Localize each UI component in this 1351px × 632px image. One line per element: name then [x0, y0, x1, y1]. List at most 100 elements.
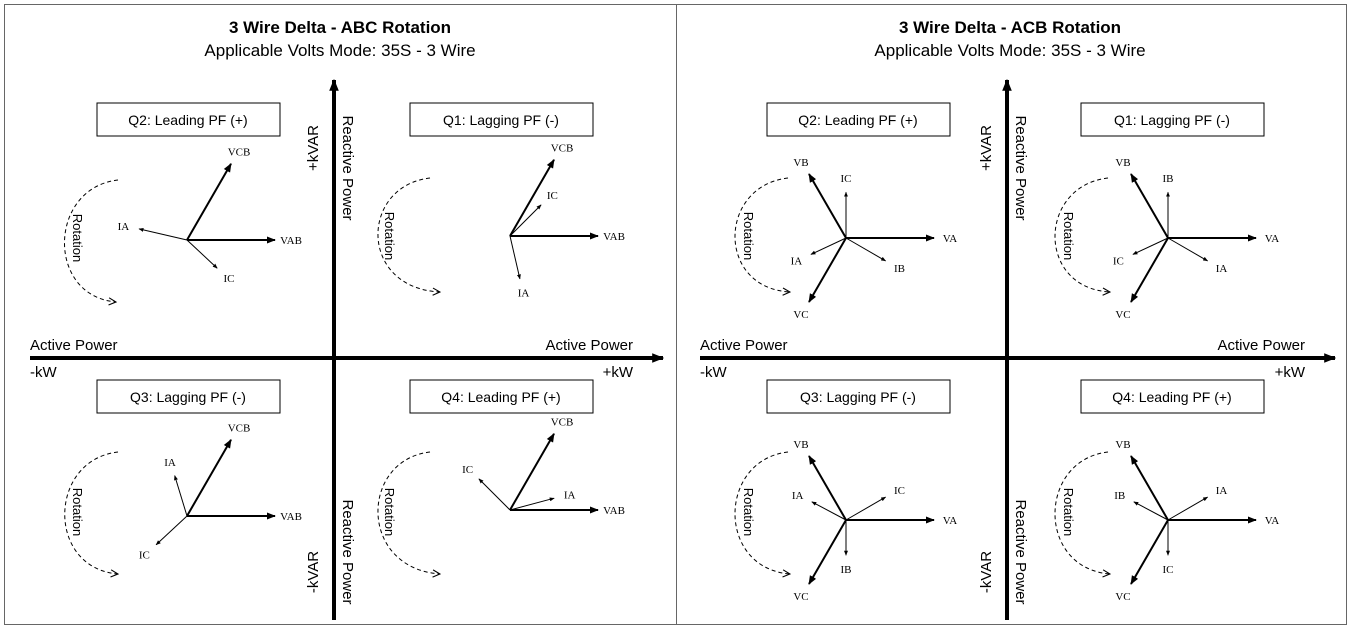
active-power-label-right: Active Power	[1217, 337, 1305, 354]
phasor-vab-label: VAB	[603, 231, 625, 243]
phasor-va-label: VA	[1265, 515, 1280, 527]
phasor-vcb-arrow	[509, 159, 555, 237]
quadrant-q4-label-box: Q4: Leading PF (+)	[1080, 379, 1265, 414]
panel-subtitle: Applicable Volts Mode: 35S - 3 Wire	[874, 41, 1145, 60]
panel-abc-rotation: 3 Wire Delta - ABC Rotation Applicable V…	[4, 4, 677, 625]
active-power-label-left: Active Power	[700, 337, 788, 354]
phasor-vc-arrow	[808, 519, 847, 585]
phasor-vcb-arrow	[509, 433, 555, 511]
quadrant-q4-label: Q4: Leading PF (+)	[1112, 389, 1231, 405]
rotation-label-q4: Rotation	[1061, 488, 1076, 536]
phasor-ib-arrow	[845, 237, 887, 262]
plus-kvar-label: +kVAR	[978, 125, 995, 171]
quadrant-q4-label: Q4: Leading PF (+)	[441, 389, 560, 405]
quadrant-q4-label-box: Q4: Leading PF (+)	[409, 379, 594, 414]
rotation-arrow-q1: Rotation	[377, 177, 440, 292]
phasor-va-label: VA	[943, 515, 958, 527]
quadrant-q2-label-box: Q2: Leading PF (+)	[96, 102, 281, 137]
rotation-arrow-q2: Rotation	[64, 179, 119, 302]
panel-border	[676, 4, 1347, 625]
phasor-ic-label: IC	[1163, 564, 1174, 576]
phasor-ib-arrow	[1133, 501, 1169, 521]
phasor-ia-label: IA	[164, 457, 176, 469]
phasor-ia-arrow	[1167, 496, 1209, 521]
plus-kvar-label: +kVAR	[305, 125, 322, 171]
phasor-ic-arrow	[509, 204, 542, 237]
minus-kvar-label: -kVAR	[978, 551, 995, 593]
phasor-ia-label: IA	[564, 490, 576, 502]
phasor-vcb-label: VCB	[228, 423, 251, 435]
phasor-vc-arrow	[808, 237, 847, 303]
phasor-va-label: VA	[1265, 233, 1280, 245]
phasor-vb-label: VB	[793, 157, 808, 169]
reactive-power-label-top: Reactive Power	[339, 115, 356, 220]
phasor-vab-label: VAB	[603, 505, 625, 517]
phasor-vcb-label: VCB	[228, 147, 251, 159]
rotation-label-q4: Rotation	[382, 488, 397, 536]
reactive-power-label-bottom: Reactive Power	[1012, 499, 1029, 604]
phasor-ic-arrow	[155, 515, 188, 546]
rotation-arrow-q4: Rotation	[1054, 451, 1110, 574]
phasor-ib-label: IB	[841, 564, 852, 576]
phasor-vc-label: VC	[1115, 591, 1130, 603]
rotation-arrow-q3: Rotation	[64, 451, 118, 574]
phasor-ia-label: IA	[1216, 485, 1228, 497]
phasor-ia-label: IA	[791, 255, 803, 267]
phasor-group-q2: VA VB VC IC IA IB	[791, 157, 958, 321]
minus-kw-label: -kW	[30, 364, 57, 381]
phasor-ic-label: IC	[1113, 255, 1124, 267]
phasor-vcb-label: VCB	[551, 417, 574, 429]
panel-subtitle: Applicable Volts Mode: 35S - 3 Wire	[204, 41, 475, 60]
phasor-ic-label: IC	[139, 549, 150, 561]
phasor-ic-label: IC	[224, 273, 235, 285]
rotation-arrow-q3: Rotation	[734, 451, 790, 574]
phasor-ib-label: IB	[1163, 173, 1174, 185]
panel-title: 3 Wire Delta - ABC Rotation	[229, 18, 451, 37]
rotation-label-q3: Rotation	[70, 488, 85, 536]
phasor-ic-arrow	[845, 496, 887, 521]
phasor-vc-arrow	[1130, 519, 1169, 585]
phasor-vcb-label: VCB	[551, 143, 574, 155]
phasor-vb-arrow	[1130, 173, 1169, 239]
phasor-ib-label: IB	[894, 263, 905, 275]
phasor-va-label: VA	[943, 233, 958, 245]
phasor-ia-arrow	[174, 475, 188, 517]
panel-title: 3 Wire Delta - ACB Rotation	[899, 18, 1121, 37]
phasor-ia-arrow	[138, 227, 188, 241]
quadrant-q3-label: Q3: Lagging PF (-)	[800, 389, 916, 405]
phasor-ic-label: IC	[841, 173, 852, 185]
phasor-group-q4: VAB VCB IA IC	[462, 417, 625, 517]
plus-kw-label: +kW	[603, 364, 634, 381]
minus-kw-label: -kW	[700, 364, 727, 381]
phasor-ic-label: IC	[547, 190, 558, 202]
phasor-vc-label: VC	[793, 591, 808, 603]
phasor-ic-label: IC	[462, 464, 473, 476]
quadrant-q3-label: Q3: Lagging PF (-)	[130, 389, 246, 405]
phasor-vc-label: VC	[1115, 309, 1130, 321]
phasor-group-q3: VAB VCB IA IC	[139, 423, 302, 562]
rotation-arrow-q1: Rotation	[1054, 177, 1110, 292]
quadrant-q1-label-box: Q1: Lagging PF (-)	[409, 102, 594, 137]
rotation-arrow-q2: Rotation	[734, 177, 790, 292]
phasor-ic-arrow	[186, 239, 218, 269]
quadrant-q1-label: Q1: Lagging PF (-)	[443, 112, 559, 128]
phasor-vab-label: VAB	[280, 235, 302, 247]
phasor-ia-label: IA	[792, 490, 804, 502]
phasor-vc-arrow	[1130, 237, 1169, 303]
phasor-vcb-arrow	[186, 163, 232, 241]
phasor-ia-arrow	[509, 497, 555, 511]
quadrant-q2-label: Q2: Leading PF (+)	[128, 112, 247, 128]
quadrant-q3-label-box: Q3: Lagging PF (-)	[96, 379, 281, 414]
phasor-ia-arrow	[1167, 237, 1209, 262]
quadrant-q2-label-box: Q2: Leading PF (+)	[766, 102, 951, 137]
rotation-label-q2: Rotation	[70, 214, 85, 262]
phasor-vc-label: VC	[793, 309, 808, 321]
phasor-vab-label: VAB	[280, 511, 302, 523]
phasor-ic-label: IC	[894, 485, 905, 497]
phasor-vb-label: VB	[1115, 157, 1130, 169]
phasor-vb-arrow	[808, 455, 847, 521]
